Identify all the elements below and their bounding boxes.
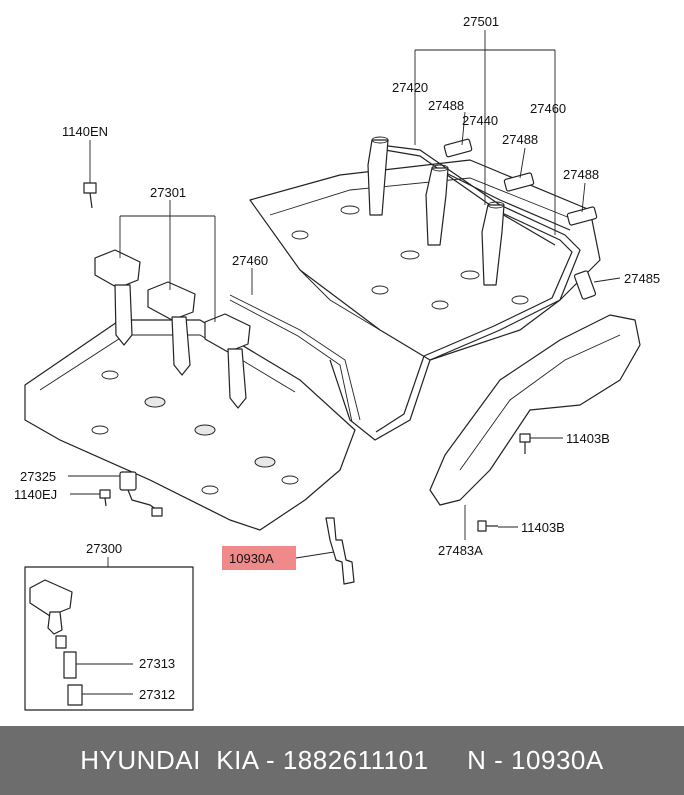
spark-plug-10930A bbox=[325, 517, 355, 585]
ignition-coil-2 bbox=[147, 281, 196, 376]
ignition-coil-1 bbox=[94, 249, 141, 346]
bolt-11403B-lower bbox=[477, 520, 498, 532]
front-cover-wells bbox=[91, 370, 299, 495]
footer-text: HYUNDAI KIA - 1882611101 N - 10930A bbox=[80, 745, 604, 775]
callout-27488-c: 27488 bbox=[563, 167, 599, 182]
callout-27483A: 27483A bbox=[438, 543, 483, 558]
callout-27313: 27313 bbox=[139, 656, 175, 671]
callout-27325: 27325 bbox=[20, 469, 56, 484]
spark-plug-boot-3 bbox=[481, 201, 505, 286]
cable-clip-4 bbox=[573, 270, 597, 300]
spark-plug-cable-set bbox=[229, 144, 581, 441]
callout-11403B-a: 11403B bbox=[566, 431, 610, 446]
callout-27501: 27501 bbox=[463, 14, 499, 29]
callout-27301: 27301 bbox=[150, 185, 186, 200]
front-head-cover bbox=[24, 319, 356, 531]
cable-clip-2 bbox=[503, 172, 535, 192]
callout-10930A: 10930A bbox=[229, 551, 274, 566]
bolt-1140EN bbox=[83, 182, 97, 209]
part-number-footer: HYUNDAI KIA - 1882611101 N - 10930A bbox=[0, 726, 684, 795]
spark-plug-boot-1 bbox=[367, 136, 389, 216]
callout-27460-b: 27460 bbox=[232, 253, 268, 268]
highlight-box bbox=[222, 546, 296, 570]
callout-27300: 27300 bbox=[86, 541, 122, 556]
coil-kit-box bbox=[24, 566, 194, 711]
leader-lines bbox=[68, 30, 621, 695]
bolt-1140EJ bbox=[99, 489, 111, 507]
callout-27312: 27312 bbox=[139, 687, 175, 702]
sensor-27325 bbox=[119, 471, 163, 517]
callout-1140EJ: 1140EJ bbox=[14, 487, 57, 502]
cable-clip-1 bbox=[443, 138, 473, 158]
callout-27488-b: 27488 bbox=[502, 132, 538, 147]
callout-27420: 27420 bbox=[392, 80, 428, 95]
bolt-11403B-upper bbox=[519, 433, 531, 454]
callout-1140EN: 1140EN bbox=[62, 124, 108, 139]
callout-27460-a: 27460 bbox=[530, 101, 566, 116]
callout-27485: 27485 bbox=[624, 271, 660, 286]
callout-27440: 27440 bbox=[462, 113, 498, 128]
parts-diagram: 27501 27420 27488 27440 27460 27488 2748… bbox=[14, 14, 660, 711]
cable-bracket bbox=[429, 314, 641, 506]
rear-cover-bosses bbox=[291, 205, 529, 310]
callout-11403B-b: 11403B bbox=[521, 520, 565, 535]
rear-head-cover bbox=[249, 159, 601, 361]
spark-plug-boot-2 bbox=[425, 164, 449, 246]
callout-27488-a: 27488 bbox=[428, 98, 464, 113]
ignition-coil-3 bbox=[204, 313, 251, 409]
cable-clip-3 bbox=[566, 206, 598, 226]
